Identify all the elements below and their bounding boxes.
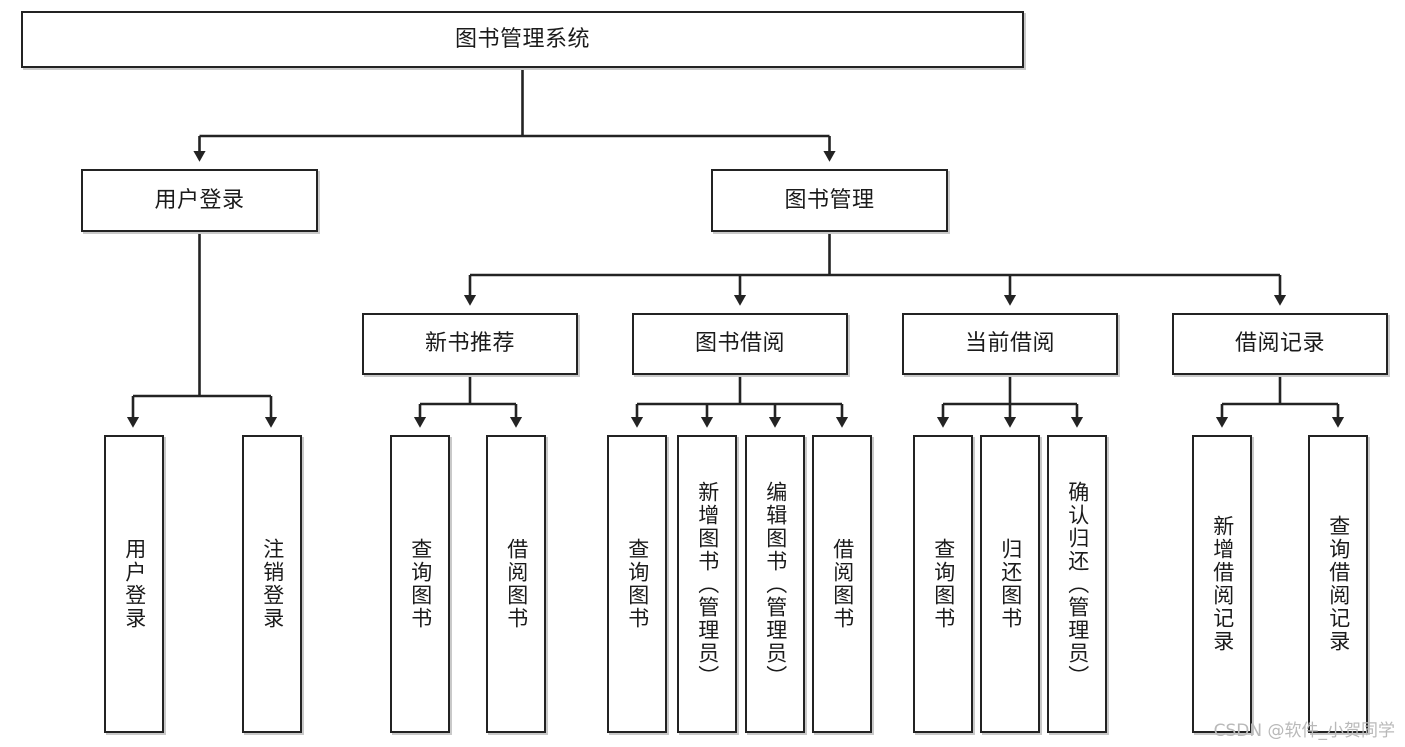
leaf-add-borrow-record[interactable]: 新增借阅记录: [1192, 435, 1252, 733]
leaf-query-borrow-record[interactable]: 查询借阅记录: [1308, 435, 1368, 733]
node-book-management[interactable]: 图书管理: [711, 169, 948, 232]
node-user-login[interactable]: 用户登录: [81, 169, 318, 232]
node-label: 注销登录: [260, 538, 285, 630]
node-label: 新增借阅记录: [1210, 515, 1235, 653]
node-label: 图书管理系统: [454, 26, 590, 52]
node-borrowing-record[interactable]: 借阅记录: [1172, 313, 1388, 375]
node-label: 确认归还（管理员）: [1065, 480, 1090, 688]
node-label: 用户登录: [122, 538, 147, 630]
node-label: 借阅图书: [830, 538, 855, 630]
node-label: 查询图书: [625, 538, 650, 630]
leaf-logout-login[interactable]: 注销登录: [242, 435, 302, 733]
node-label: 图书借阅: [694, 331, 785, 357]
node-current-borrowing[interactable]: 当前借阅: [902, 313, 1118, 375]
leaf-borrow-book[interactable]: 借阅图书: [812, 435, 872, 733]
leaf-query-book-current[interactable]: 查询图书: [913, 435, 973, 733]
node-label: 查询图书: [931, 538, 956, 630]
node-label: 新书推荐: [424, 331, 515, 357]
node-new-book-recommendation[interactable]: 新书推荐: [362, 313, 578, 375]
leaf-edit-book-admin[interactable]: 编辑图书（管理员）: [745, 435, 805, 733]
node-label: 用户登录: [154, 187, 245, 213]
node-label: 归还图书: [998, 538, 1023, 630]
leaf-user-login[interactable]: 用户登录: [104, 435, 164, 733]
node-label: 借阅记录: [1234, 331, 1325, 357]
node-root-library-management-system[interactable]: 图书管理系统: [21, 11, 1024, 68]
node-label: 查询借阅记录: [1326, 515, 1351, 653]
node-label: 新增图书（管理员）: [695, 480, 720, 688]
leaf-borrow-book-new-rec[interactable]: 借阅图书: [486, 435, 546, 733]
node-book-borrowing[interactable]: 图书借阅: [632, 313, 848, 375]
leaf-query-book-borrow[interactable]: 查询图书: [607, 435, 667, 733]
node-label: 编辑图书（管理员）: [763, 480, 788, 688]
leaf-confirm-return-admin[interactable]: 确认归还（管理员）: [1047, 435, 1107, 733]
leaf-return-book[interactable]: 归还图书: [980, 435, 1040, 733]
node-label: 查询图书: [408, 538, 433, 630]
node-label: 图书管理: [784, 187, 875, 213]
node-label: 当前借阅: [964, 331, 1055, 357]
leaf-add-book-admin[interactable]: 新增图书（管理员）: [677, 435, 737, 733]
node-label: 借阅图书: [504, 538, 529, 630]
leaf-query-book-new-rec[interactable]: 查询图书: [390, 435, 450, 733]
